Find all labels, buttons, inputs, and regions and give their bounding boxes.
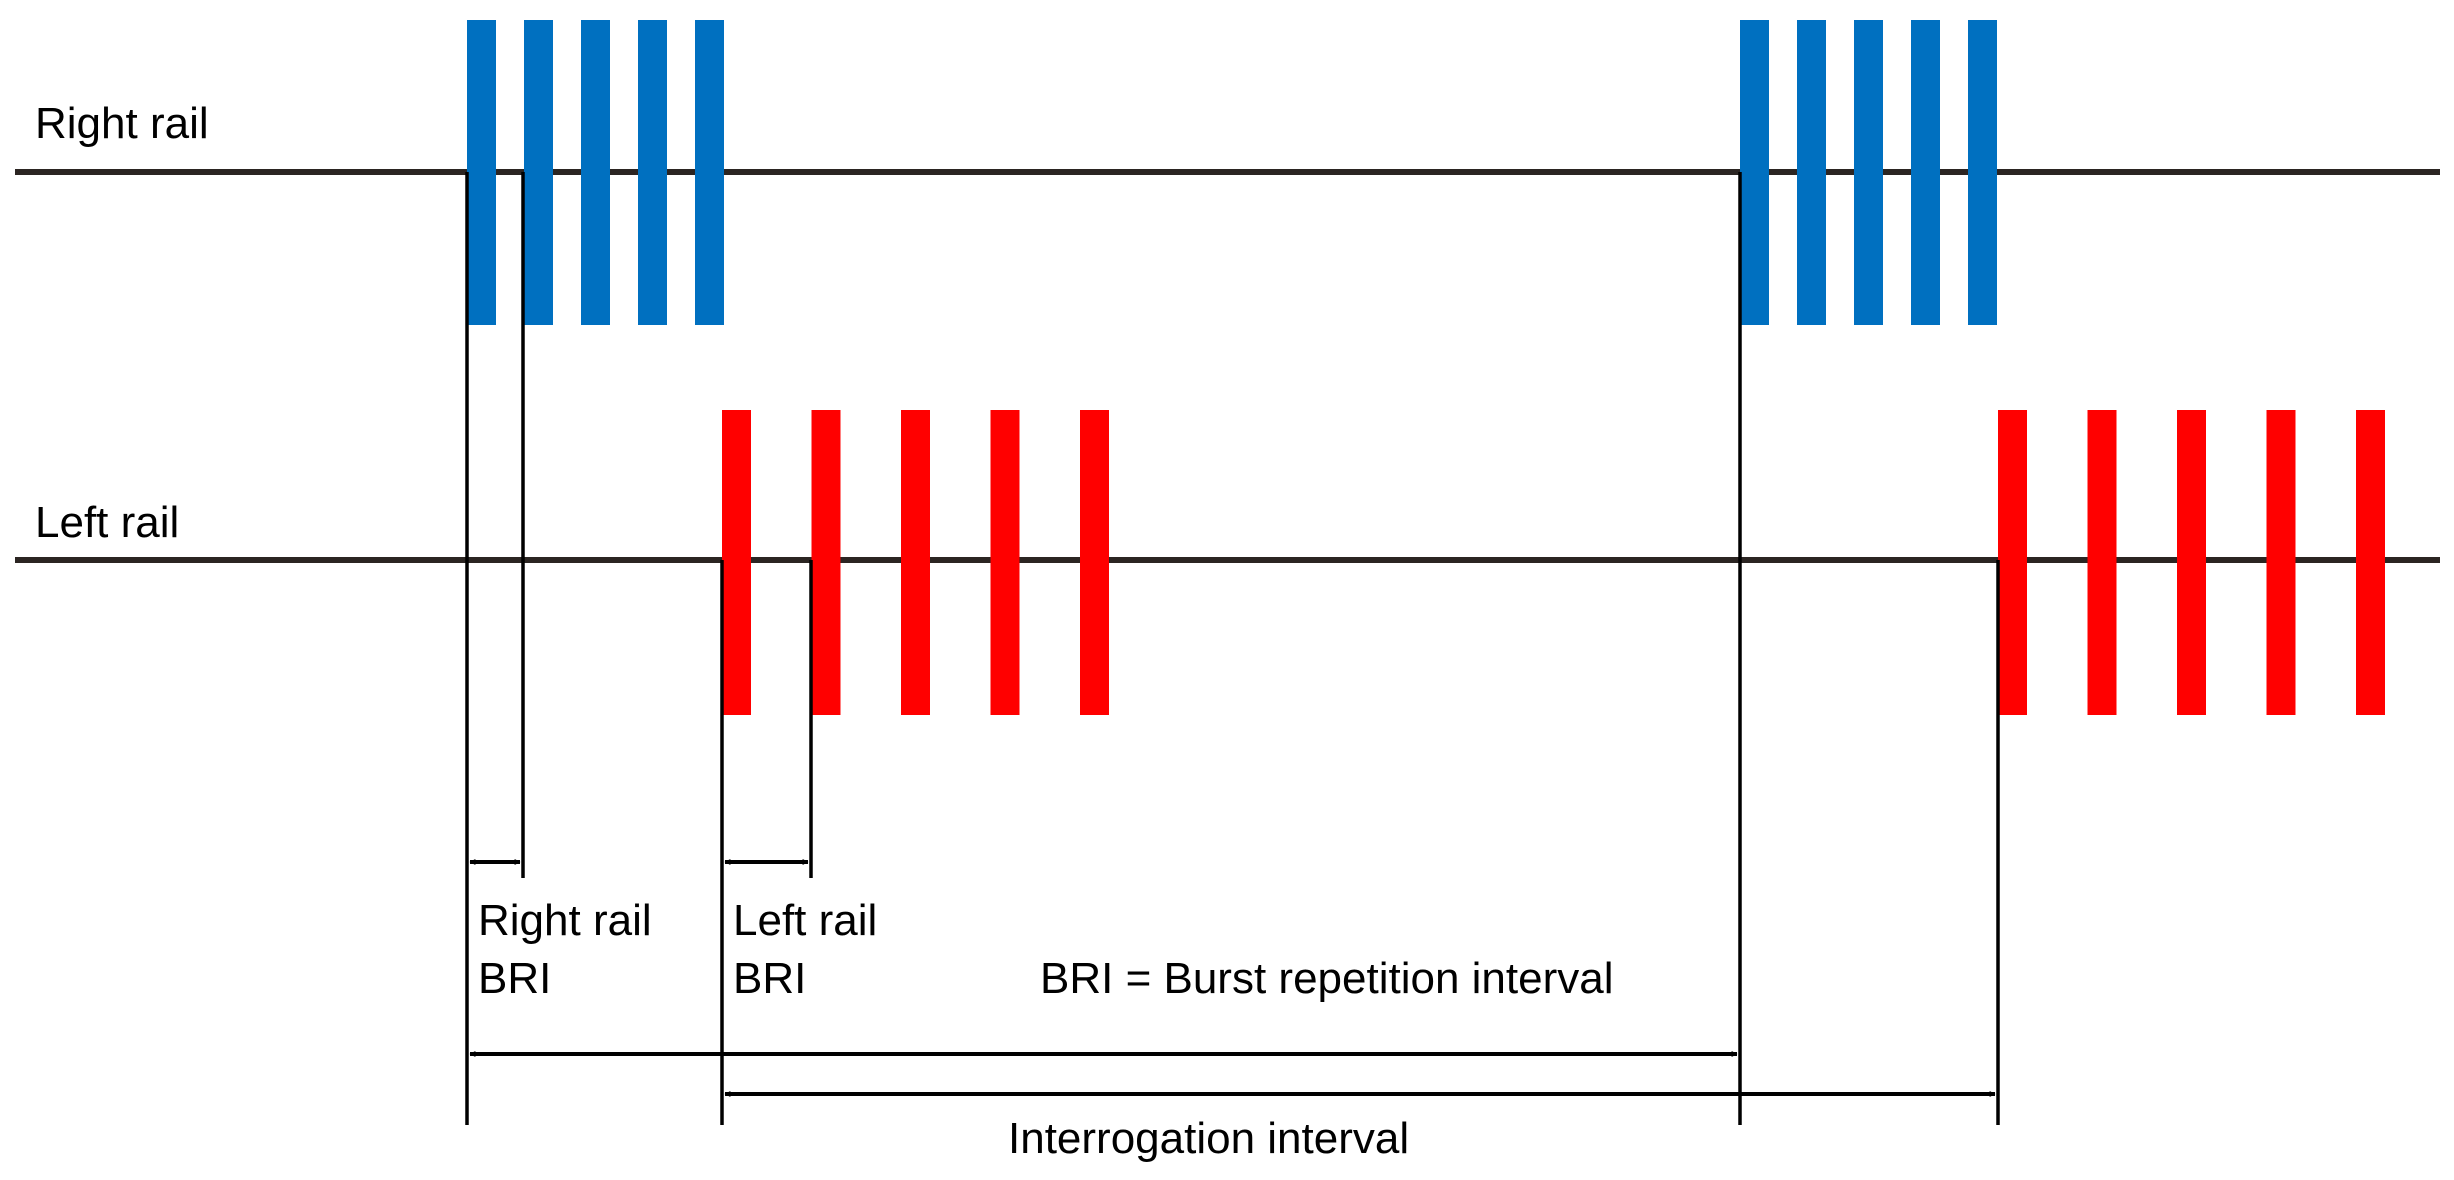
left-rail-burst1-pulse4 xyxy=(990,410,1020,715)
left-rail-burst1-pulse5 xyxy=(1080,410,1109,715)
right-rail-burst2-pulse4 xyxy=(1911,20,1940,325)
left-rail-burst2-pulse3 xyxy=(2177,410,2206,715)
left-rail-burst2-pulse4 xyxy=(2266,410,2296,715)
right-rail-burst2-pulse5 xyxy=(1968,20,1997,325)
right-rail-burst1-pulse1 xyxy=(467,20,496,325)
right-rail-burst1-pulse3 xyxy=(581,20,610,325)
left-rail-bri-label-line1: Left rail xyxy=(733,896,877,945)
right-rail-burst1-pulse2 xyxy=(524,20,553,325)
left-rail-burst1-pulse1 xyxy=(722,410,751,715)
left-rail-burst2-pulse2 xyxy=(2087,410,2117,715)
right-rail-bri-label-line2: BRI xyxy=(478,954,551,1003)
right-rail-burst2-pulse1 xyxy=(1740,20,1769,325)
left-rail-burst1-pulse2 xyxy=(811,410,841,715)
left-rail-label: Left rail xyxy=(35,498,179,547)
right-rail-label: Right rail xyxy=(35,99,209,148)
right-rail-bri-label-line1: Right rail xyxy=(478,896,652,945)
right-rail-pulses xyxy=(467,20,1997,325)
right-rail-burst2-pulse2 xyxy=(1797,20,1826,325)
timing-markers xyxy=(465,172,2000,1125)
left-rail-burst1-pulse3 xyxy=(901,410,930,715)
left-rail-bri-label-line2: BRI xyxy=(733,954,806,1003)
bri-definition-label: BRI = Burst repetition interval xyxy=(1040,954,1613,1003)
right-rail-burst2-pulse3 xyxy=(1854,20,1883,325)
right-rail-burst1-pulse5 xyxy=(695,20,724,325)
left-rail-burst2-pulse1 xyxy=(1998,410,2027,715)
interval-arrows xyxy=(469,859,1996,1097)
left-rail-burst2-pulse5 xyxy=(2356,410,2385,715)
right-rail-burst1-pulse4 xyxy=(638,20,667,325)
left-rail-pulses xyxy=(722,410,2385,715)
interrogation-interval-label: Interrogation interval xyxy=(1008,1114,1409,1163)
